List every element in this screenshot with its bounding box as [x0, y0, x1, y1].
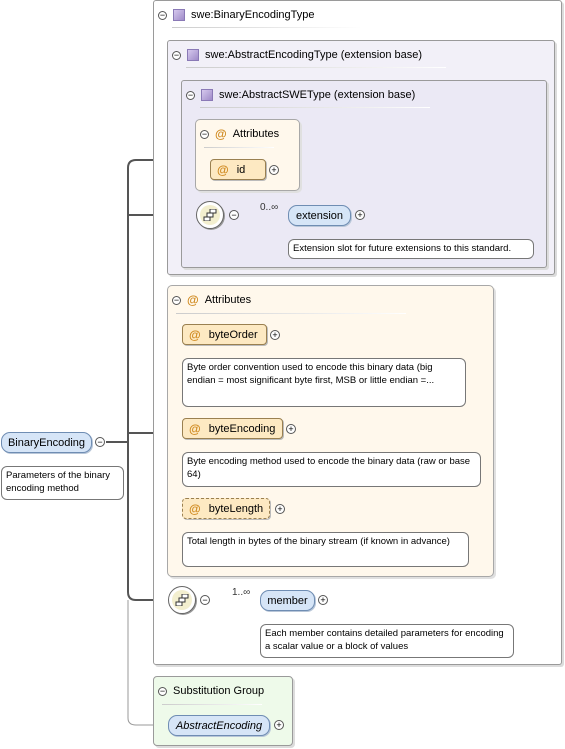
attribute-icon: @: [189, 501, 201, 516]
collapse-type-button[interactable]: −: [158, 9, 167, 20]
collapse-inner-type-button[interactable]: −: [186, 89, 195, 100]
attribute-byteencoding[interactable]: @ byteEncoding: [182, 418, 283, 439]
element-name: BinaryEncoding: [7, 436, 86, 449]
collapse-attributes-button[interactable]: −: [172, 294, 181, 305]
extension-doc: Extension slot for future extensions to …: [288, 239, 534, 259]
element-name: AbstractEncoding: [175, 719, 263, 732]
member-cardinality: 1..∞: [232, 587, 251, 598]
substitution-title: Substitution Group: [173, 685, 265, 697]
attribute-name: byteEncoding: [208, 422, 276, 435]
sequence-icon: [203, 209, 217, 221]
collapse-member-sequence-button[interactable]: −: [200, 595, 210, 605]
attribute-name: id: [236, 163, 246, 176]
attribute-icon: @: [189, 327, 201, 342]
root-doc: Parameters of the binary encoding method: [1, 466, 124, 500]
inner-type-label: swe:AbstractSWEType (extension base): [219, 89, 416, 101]
attribute-name: byteOrder: [208, 328, 258, 341]
collapse-sequence-button[interactable]: −: [229, 210, 239, 220]
attribute-icon: @: [215, 127, 227, 141]
attribute-icon: @: [187, 293, 199, 307]
root-element-binaryencoding[interactable]: BinaryEncoding: [1, 432, 92, 453]
attribute-icon: @: [217, 162, 229, 177]
attribute-name: byteLength: [208, 502, 264, 515]
complex-type-icon: [173, 9, 185, 21]
abstract-encoding-element[interactable]: AbstractEncoding: [168, 715, 270, 736]
inner-attributes-group: − @ Attributes: [195, 119, 300, 191]
extension-cardinality: 0..∞: [260, 202, 279, 213]
byteencoding-doc: Byte encoding method used to encode the …: [182, 452, 481, 487]
expand-byteencoding-button[interactable]: +: [286, 424, 296, 434]
member-element[interactable]: member: [260, 590, 315, 611]
complex-type-icon: [187, 49, 199, 61]
complex-type-icon: [201, 89, 213, 101]
extension-element[interactable]: extension: [288, 205, 351, 226]
sequence-icon: [175, 594, 189, 606]
expand-id-button[interactable]: +: [269, 165, 279, 175]
expand-extension-button[interactable]: +: [355, 210, 365, 220]
attribute-bytelength[interactable]: @ byteLength: [182, 498, 270, 519]
collapse-substitution-button[interactable]: −: [158, 685, 167, 696]
bytelength-doc: Total length in bytes of the binary stre…: [182, 532, 469, 567]
attributes-title: Attributes: [204, 294, 252, 306]
collapse-attributes-button[interactable]: −: [200, 128, 209, 139]
sequence-compositor[interactable]: [196, 201, 224, 229]
expand-member-button[interactable]: +: [318, 595, 328, 605]
attributes-title: Attributes: [232, 128, 280, 140]
element-name: member: [267, 594, 308, 607]
type-label: swe:BinaryEncodingType: [191, 9, 315, 21]
attribute-byteorder[interactable]: @ byteOrder: [182, 324, 267, 345]
expand-bytelength-button[interactable]: +: [275, 504, 285, 514]
expand-abstract-encoding-button[interactable]: +: [274, 720, 284, 730]
member-sequence-compositor[interactable]: [168, 586, 196, 614]
expand-byteorder-button[interactable]: +: [270, 330, 280, 340]
attribute-icon: @: [189, 421, 201, 436]
attribute-id[interactable]: @ id: [210, 159, 266, 180]
element-name: extension: [295, 209, 344, 222]
collapse-base-type-button[interactable]: −: [172, 49, 181, 60]
byteorder-doc: Byte order convention used to encode thi…: [182, 358, 466, 407]
collapse-root-button[interactable]: −: [95, 437, 105, 447]
member-doc: Each member contains detailed parameters…: [260, 624, 514, 658]
base-type-label: swe:AbstractEncodingType (extension base…: [205, 49, 423, 61]
